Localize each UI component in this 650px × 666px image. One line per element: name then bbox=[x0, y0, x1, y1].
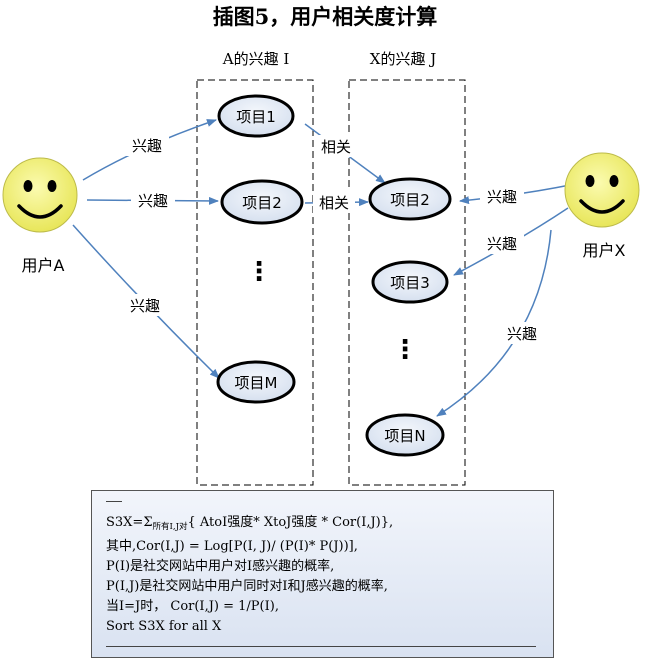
formula-box: S3X=Σ所有I,J对{ AtoI强度* XtoJ强度 * Cor(I,J)},… bbox=[91, 490, 554, 658]
item-node-x-item3: 项目3 bbox=[371, 260, 449, 304]
edge-label-x-item3: 兴趣 bbox=[480, 232, 524, 254]
formula-line-3: P(I)是社交网站中用户对I感兴趣的概率, bbox=[106, 559, 335, 574]
item-node-a-itemM: 项目M bbox=[216, 360, 296, 404]
formula-line-1: S3X=Σ所有I,J对{ AtoI强度* XtoJ强度 * Cor(I,J)}, bbox=[106, 513, 545, 537]
page-title: 插图5，用户相关度计算 bbox=[213, 4, 438, 29]
svg-text:兴趣: 兴趣 bbox=[132, 137, 162, 155]
svg-text:项目3: 项目3 bbox=[390, 274, 430, 292]
svg-text:项目2: 项目2 bbox=[242, 194, 282, 212]
svg-text:兴趣: 兴趣 bbox=[487, 235, 517, 253]
user-a-label: 用户A bbox=[22, 256, 65, 275]
svg-text:项目2: 项目2 bbox=[390, 191, 430, 209]
ellipsis-x: ⋮ bbox=[392, 335, 418, 365]
formula-line-2: 其中,Cor(I,J) = Log[P(I, J)/ (P(I)* P(J))]… bbox=[106, 539, 358, 554]
user-a-smiley-icon bbox=[2, 157, 78, 233]
formula-text: S3X=Σ所有I,J对{ AtoI强度* XtoJ强度 * Cor(I,J)},… bbox=[106, 513, 545, 637]
ellipsis-a: ⋮ bbox=[246, 257, 272, 287]
svg-text:相关: 相关 bbox=[319, 194, 349, 212]
a-interest-container bbox=[196, 79, 314, 486]
formula-line-5: 当I=J时， Cor(I,J) = 1/P(I), bbox=[106, 599, 279, 614]
svg-text:项目M: 项目M bbox=[235, 374, 278, 392]
item-node-a-item2: 项目2 bbox=[220, 179, 304, 225]
svg-text:兴趣: 兴趣 bbox=[138, 192, 168, 210]
edge-label-a-item1: 兴趣 bbox=[125, 134, 169, 156]
formula-line-4: P(I,J)是社交网站中用户同时对I和J感兴趣的概率, bbox=[106, 579, 388, 594]
user-x-smiley-icon bbox=[564, 152, 640, 228]
formula-line-1-subscript: 所有I,J对 bbox=[152, 522, 188, 532]
formula-line-6: Sort S3X for all X bbox=[106, 619, 222, 634]
item-node-a-item1: 项目1 bbox=[217, 94, 295, 138]
x-interest-container bbox=[348, 79, 466, 486]
edge-label-related-1: 相关 bbox=[315, 135, 357, 157]
edge-label-x-itemN: 兴趣 bbox=[500, 322, 544, 344]
svg-text:兴趣: 兴趣 bbox=[487, 188, 517, 206]
svg-text:项目N: 项目N bbox=[384, 427, 425, 445]
edge-label-a-item2: 兴趣 bbox=[131, 189, 175, 211]
user-x-label: 用户X bbox=[583, 241, 626, 260]
formula-line-1-rest: { AtoI强度* XtoJ强度 * Cor(I,J)}, bbox=[187, 515, 394, 530]
svg-text:相关: 相关 bbox=[321, 138, 351, 156]
svg-text:兴趣: 兴趣 bbox=[130, 297, 160, 315]
edge-label-a-itemM: 兴趣 bbox=[123, 294, 167, 316]
item-node-x-item2: 项目2 bbox=[368, 177, 452, 221]
formula-line-1-prefix: S3X=Σ bbox=[106, 515, 153, 530]
svg-text:项目1: 项目1 bbox=[236, 108, 276, 126]
column-label-a-interest: A的兴趣 I bbox=[222, 50, 290, 68]
formula-top-rule bbox=[106, 501, 122, 502]
svg-text:兴趣: 兴趣 bbox=[507, 325, 537, 343]
item-node-x-itemN: 项目N bbox=[365, 413, 445, 457]
edge-label-x-item2: 兴趣 bbox=[480, 185, 524, 207]
formula-bottom-rule bbox=[106, 646, 536, 647]
edge-label-related-2: 相关 bbox=[313, 191, 355, 213]
column-label-x-interest: X的兴趣 J bbox=[370, 50, 436, 68]
